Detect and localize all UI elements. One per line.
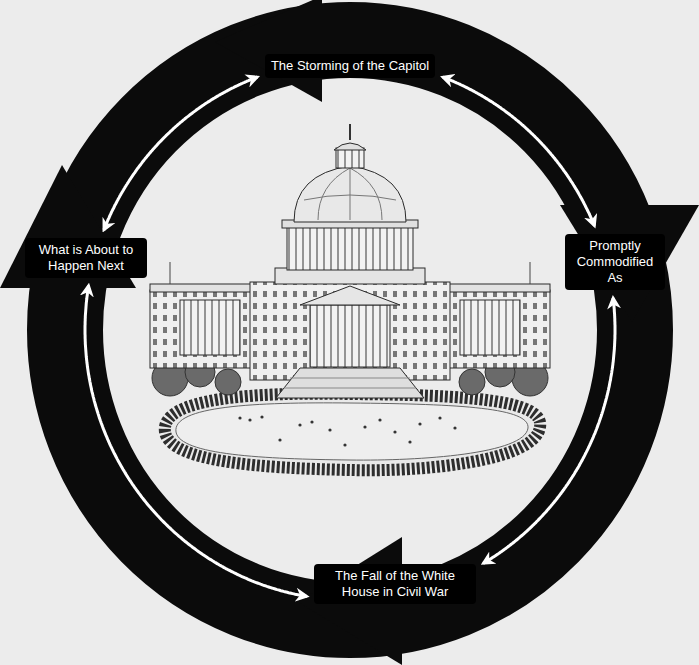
cycle-ring: [65, 40, 635, 620]
steps: [276, 368, 424, 398]
cycle-stage: The Storming of the Capitol: [265, 54, 435, 78]
plaza-lawn: [176, 403, 528, 460]
statue: [349, 124, 351, 140]
ring-arrowhead: [560, 205, 699, 322]
stage-label: What is About to Happen Next: [31, 242, 141, 275]
lantern: [336, 148, 364, 168]
cycle-arrow: [483, 298, 615, 564]
cycle-stage: The Fall of the White House in Civil War: [314, 564, 476, 605]
ring-arrowhead: [215, 0, 322, 102]
central-block: [250, 282, 450, 380]
stage-label: The Storming of the Capitol: [271, 58, 429, 74]
capitol-illustration: [150, 124, 550, 470]
cycle-arrow: [85, 285, 307, 596]
wing-colonnade: [460, 300, 520, 355]
crowd-figures: [238, 415, 456, 446]
stage-label: The Fall of the White House in Civil War: [320, 568, 470, 601]
portico: [310, 305, 390, 367]
wing-colonnade: [180, 300, 240, 355]
dome-ribs: [318, 168, 382, 220]
lantern-cap: [334, 143, 366, 150]
crowd-plaza: [165, 394, 540, 471]
dome-drum: [287, 226, 413, 270]
cycle-stage: Promptly Commodified As: [565, 234, 665, 291]
dome: [294, 166, 406, 222]
cycle-arrow: [443, 77, 595, 226]
pediment: [300, 286, 400, 305]
cycle-arrow: [104, 77, 258, 230]
cycle-stage: What is About to Happen Next: [25, 238, 147, 279]
stage-label: Promptly Commodified As: [571, 238, 659, 287]
